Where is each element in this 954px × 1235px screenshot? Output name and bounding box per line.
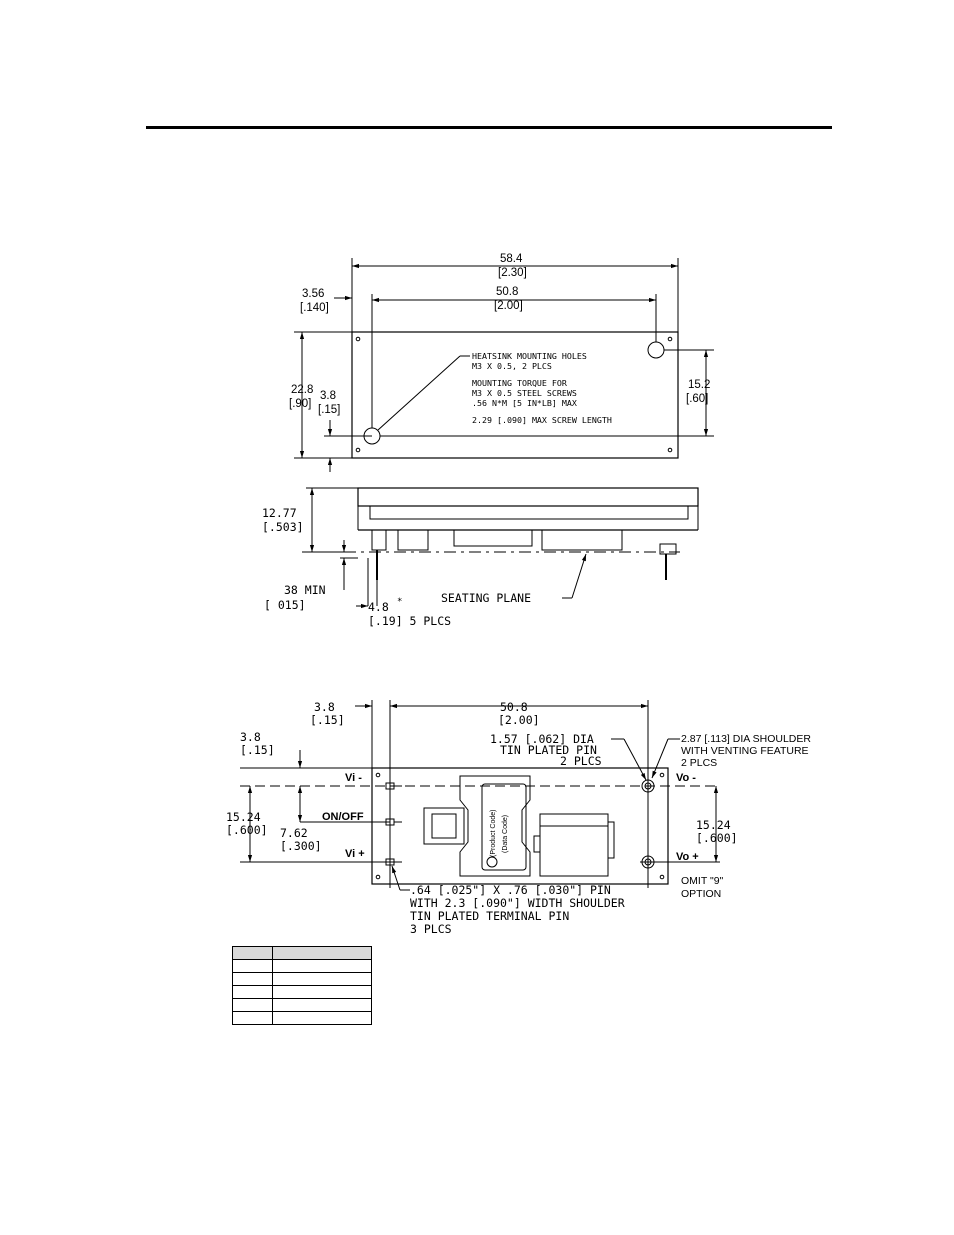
table-row [232, 946, 372, 960]
table-row [232, 1011, 372, 1025]
side-view [302, 487, 699, 609]
pin-length: 4.8 [368, 600, 389, 614]
bv-output-pitch-in: [.600] [696, 831, 738, 845]
table-row [232, 985, 372, 999]
bv-pin-spacing-in: [2.00] [498, 713, 540, 727]
left-offset: 3.56 [302, 288, 324, 300]
shoulder-note: WITH VENTING FEATURE [681, 745, 809, 757]
pin-table [232, 946, 372, 1025]
heatsink-notes: HEATSINK MOUNTING HOLES M3 X 0.5, 2 PLCS… [472, 351, 612, 425]
pin-length-mark: * [397, 597, 402, 607]
hole-vertical-in: [.60] [686, 393, 708, 405]
table-header-cell [232, 946, 273, 960]
standoff-in: [ 015] [264, 598, 306, 612]
note-line: M3 X 0.5 STEEL SCREWS [472, 388, 577, 398]
pin-label-vo-plus: Vo + [676, 851, 699, 863]
bv-top-offset-in: [.15] [240, 743, 275, 757]
pin-label-onoff: ON/OFF [322, 811, 364, 823]
note-line: M3 X 0.5, 2 PLCS [472, 361, 552, 371]
table-cell [232, 998, 273, 1012]
bv-input-pitch-in: [.600] [226, 823, 268, 837]
bv-output-pitch: 15.24 [696, 818, 731, 832]
omit-note: OMIT "9" [681, 875, 724, 887]
table-cell [272, 985, 372, 999]
omit-note: OPTION [681, 888, 721, 900]
input-pin-note: .64 [.025"] X .76 [.030"] PIN [410, 883, 611, 897]
table-header-cell [272, 946, 372, 960]
pin-label-vo-minus: Vo - [676, 772, 696, 784]
note-line: MOUNTING TORQUE FOR [472, 378, 567, 388]
bottom-view [240, 700, 720, 891]
note-line: .56 N*M [5 IN*LB] MAX [472, 398, 577, 408]
table-row [232, 998, 372, 1012]
note-line: HEATSINK MOUNTING HOLES [472, 351, 587, 361]
top-view-dimensions: 58.4 [2.30] 50.8 [2.00] 3.56 [.140] 22.8… [289, 253, 710, 416]
table-cell [272, 959, 372, 973]
height-dim-in: [.90] [289, 398, 311, 410]
side-height: 12.77 [262, 506, 297, 520]
table-cell [272, 998, 372, 1012]
bv-left-offset-in: [.15] [310, 713, 345, 727]
bottom-view-notes: 2.87 [.113] DIA SHOULDER WITH VENTING FE… [681, 733, 811, 900]
shoulder-note: 2.87 [.113] DIA SHOULDER [681, 733, 811, 745]
overall-width-in: [2.30] [498, 267, 527, 279]
module-codes: (Product Code) (Data Code) [490, 810, 509, 857]
bv-pin-spacing: 50.8 [500, 700, 528, 714]
side-height-in: [.503] [262, 520, 304, 534]
note-line: 2.29 [.090] MAX SCREW LENGTH [472, 415, 612, 425]
pin-label-vi-minus: Vi - [345, 772, 362, 784]
product-code-label: (Product Code) [490, 810, 497, 857]
hole-spacing-in: [2.00] [494, 300, 523, 312]
bv-input-pitch: 15.24 [226, 810, 261, 824]
output-pin-note: 2 PLCS [560, 754, 602, 768]
overall-width: 58.4 [500, 253, 523, 265]
side-view-dimensions: 12.77 [.503] 38 MIN [ 015] 4.8 * [.19] 5… [262, 506, 531, 628]
input-pin-note: TIN PLATED TERMINAL PIN [410, 909, 569, 923]
left-offset-in: [.140] [300, 302, 329, 314]
table-cell [232, 1011, 273, 1025]
bv-top-offset: 3.8 [240, 730, 261, 744]
header-rule [146, 126, 832, 129]
table-cell [232, 972, 273, 986]
pin-length-in: [.19] 5 PLCS [368, 614, 451, 628]
bv-left-offset: 3.8 [314, 700, 335, 714]
table-cell [232, 985, 273, 999]
table-cell [272, 972, 372, 986]
bottom-offset: 3.8 [320, 390, 336, 402]
table-row [232, 972, 372, 986]
output-pin-note: 1.57 [.062] DIA [490, 732, 594, 746]
bottom-view-dimensions: 3.8 [.15] 50.8 [2.00] 3.8 [.15] 15.24 [.… [226, 700, 738, 936]
hole-vertical: 15.2 [688, 379, 710, 391]
pin-labels: Vi - ON/OFF Vi + Vo - Vo + [322, 772, 699, 863]
height-dim: 22.8 [291, 384, 313, 396]
bv-onoff-pitch-in: [.300] [280, 839, 322, 853]
seating-plane: SEATING PLANE [441, 591, 531, 605]
input-pin-note: 3 PLCS [410, 922, 452, 936]
bottom-offset-in: [.15] [318, 404, 340, 416]
shoulder-note: 2 PLCS [681, 757, 717, 769]
output-pin-note: TIN PLATED PIN [500, 743, 597, 757]
bv-onoff-pitch: 7.62 [280, 826, 308, 840]
data-code-label: (Data Code) [502, 815, 509, 853]
pin-label-vi-plus: Vi + [345, 848, 365, 860]
table-cell [232, 959, 273, 973]
table-cell [272, 1011, 372, 1025]
top-view [294, 258, 714, 472]
input-pin-note: WITH 2.3 [.090"] WIDTH SHOULDER [410, 896, 625, 910]
table-row [232, 959, 372, 973]
standoff: 38 MIN [284, 583, 326, 597]
hole-spacing: 50.8 [496, 286, 518, 298]
